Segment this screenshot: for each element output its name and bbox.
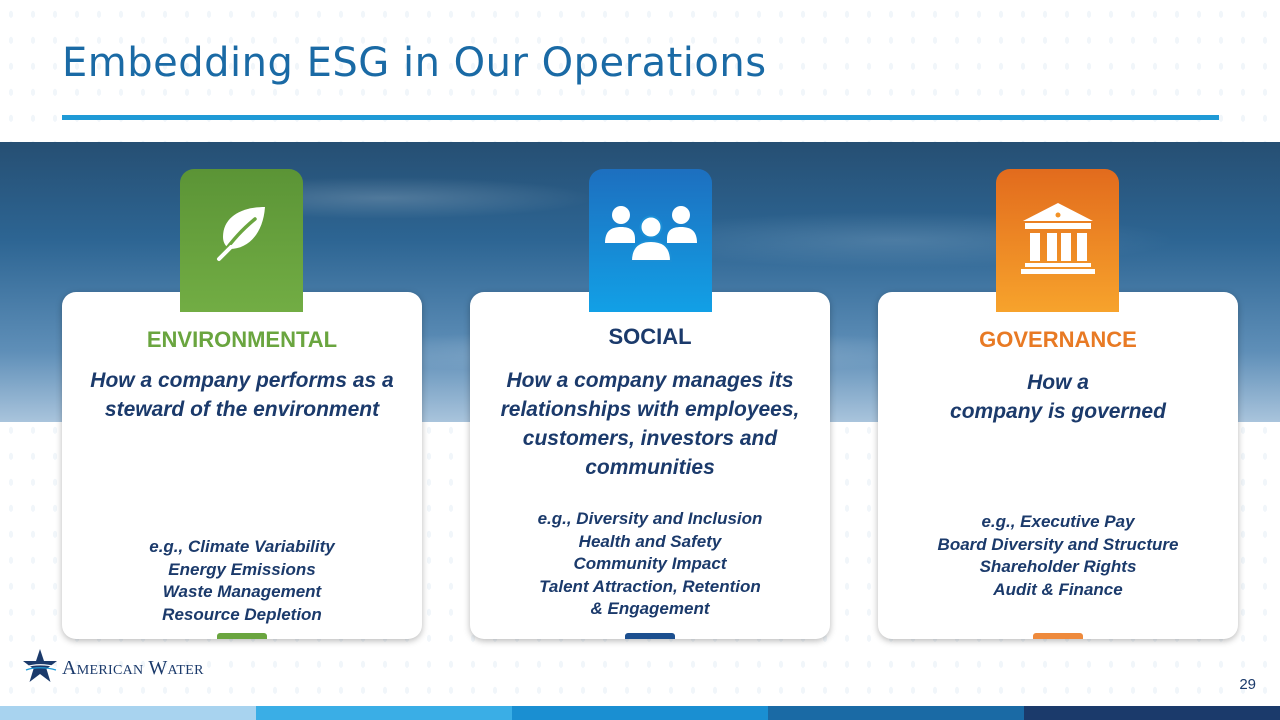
example-item: Shareholder Rights [979,557,1137,576]
social-heading: SOCIAL [608,324,692,349]
slide-title: Embedding ESG in Our Operations [62,40,767,86]
example-item: Talent Attraction, Retention [539,576,761,596]
building-icon [1017,201,1099,275]
governance-tab [996,169,1119,312]
social-description: How a company manages its relationships … [500,369,800,479]
example-item: Resource Depletion [162,604,322,624]
environmental-description: How a company performs as a steward of t… [90,369,394,421]
governance-description-line: company is governed [950,400,1166,423]
example-item: Energy Emissions [168,559,316,579]
footer-stripe-segment [0,706,256,720]
example-item: & Engagement [590,599,710,618]
environmental-heading: ENVIRONMENTAL [146,327,338,352]
example-item: Community Impact [573,554,727,573]
footer-stripe-segment [256,706,512,720]
people-icon [603,201,699,265]
environmental-tab [180,169,303,312]
example-item: Board Diversity and Structure [937,534,1179,554]
logo-text: American Water [62,657,204,679]
environmental-card: ENVIRONMENTAL How a company performs as … [62,292,422,639]
example-item: Health and Safety [578,531,722,551]
environmental-accent-bar [217,633,267,639]
title-divider [62,115,1219,120]
leaf-icon [211,201,273,263]
example-item: Audit & Finance [993,579,1123,599]
governance-accent-bar [1033,633,1083,639]
page-number: 29 [1239,676,1256,693]
example-item: e.g., Diversity and Inclusion [537,509,763,528]
environmental-examples: e.g., Climate Variability Energy Emissio… [72,536,412,626]
social-card: SOCIAL How a company manages its relatio… [470,292,830,639]
footer-stripe [0,706,1280,720]
footer-stripe-segment [512,706,768,720]
example-item: Waste Management [162,582,322,601]
governance-description-line: How a [1027,371,1089,394]
governance-examples: e.g., Executive Pay Board Diversity and … [888,511,1228,601]
governance-heading: GOVERNANCE [979,327,1137,352]
governance-card: GOVERNANCE How a company is governed e.g… [878,292,1238,639]
footer-stripe-segment [1024,706,1280,720]
company-logo: American Water [22,648,204,689]
social-tab [589,169,712,312]
footer-stripe-segment [768,706,1024,720]
social-accent-bar [625,633,675,639]
star-icon [22,648,58,689]
example-item: e.g., Executive Pay [981,512,1135,531]
example-item: e.g., Climate Variability [149,537,335,556]
social-examples: e.g., Diversity and Inclusion Health and… [480,508,820,621]
governance-description: How a company is governed [890,368,1226,426]
